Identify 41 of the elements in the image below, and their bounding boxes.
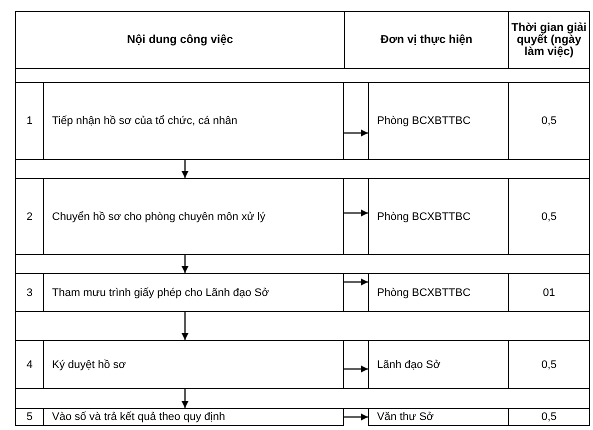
arrow [344, 210, 368, 216]
arrow [182, 312, 188, 340]
step-text: Tham mưu trình giấy phép cho Lãnh đạo Sở [51, 286, 269, 298]
arrow [344, 278, 368, 286]
task-box [15, 178, 344, 255]
header-text: Nội dung công việc [126, 34, 234, 46]
unit-box [368, 408, 509, 426]
header-text: Thời gian giải quyết (ngày làm việc) [510, 22, 588, 58]
arrow [344, 130, 368, 136]
time-value: 01 [542, 286, 556, 298]
step-text: Vào số và trả kết quả theo quy định [51, 411, 226, 423]
step-number: 3 [16, 274, 44, 311]
step-text: Tiếp nhận hồ sơ của tổ chức, cá nhân [51, 115, 238, 127]
unit-text: Phòng BCXBTTBC [377, 115, 471, 127]
unit-text: Văn thư Sở [377, 411, 434, 423]
step-number: 1 [16, 83, 44, 159]
time-value: 0,5 [541, 358, 557, 370]
arrow [182, 160, 188, 178]
time-value: 0,5 [541, 210, 557, 222]
unit-text: Phòng BCXBTTBC [377, 286, 471, 298]
arrow [344, 414, 368, 420]
arrow [344, 366, 368, 372]
unit-text: Phòng BCXBTTBC [377, 210, 471, 222]
time-value: 0,5 [541, 115, 557, 127]
column-header [508, 11, 590, 69]
task-box [15, 408, 344, 426]
step-text: Ký duyệt hồ sơ [51, 358, 126, 370]
arrow [182, 389, 188, 408]
step-text: Chuyển hồ sơ cho phòng chuyên môn xử lý [51, 210, 266, 222]
task-box [15, 82, 344, 160]
header-text: Đơn vị thực hiện [380, 34, 472, 46]
arrow [182, 255, 188, 273]
time-cell [508, 408, 590, 426]
step-number: 5 [16, 409, 44, 425]
time-value: 0,5 [541, 411, 557, 423]
task-box [15, 273, 344, 312]
column-header [15, 11, 345, 69]
unit-text: Lãnh đạo Sở [377, 358, 440, 370]
step-number: 2 [16, 179, 44, 254]
task-box [15, 340, 344, 389]
step-number: 4 [16, 341, 44, 388]
